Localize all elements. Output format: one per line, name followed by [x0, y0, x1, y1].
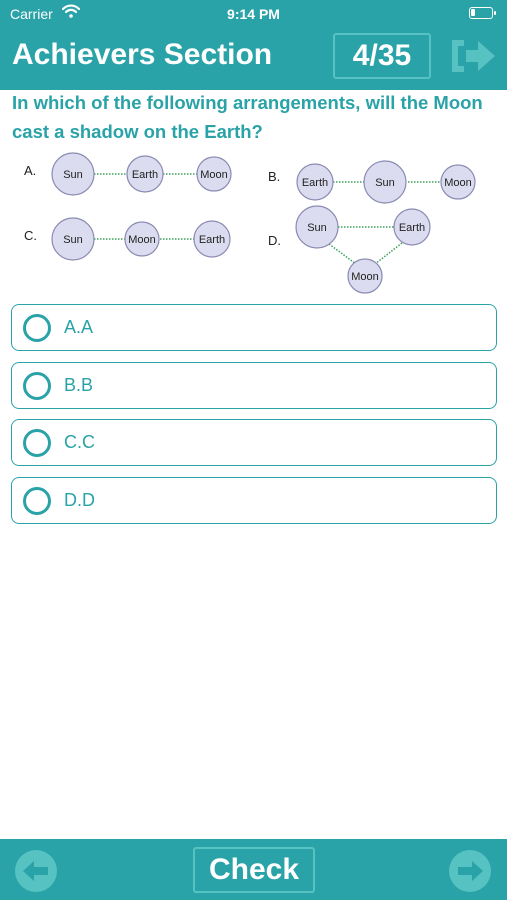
diagram-d-body-2 — [393, 208, 431, 246]
option-b[interactable]: B.B — [11, 362, 497, 409]
radio-d[interactable] — [23, 487, 51, 515]
diagram-a-label-3: Moon — [200, 169, 228, 181]
diagram-b-body-3 — [440, 164, 476, 200]
diagram-a-label-1: Sun — [63, 169, 83, 181]
option-a[interactable]: A.A — [11, 304, 497, 351]
radio-a[interactable] — [23, 314, 51, 342]
arrow-right-icon[interactable] — [448, 849, 492, 893]
question-text: In which of the following arrangements, … — [12, 92, 483, 142]
diagram-d-letter: D. — [268, 233, 281, 248]
question-counter: 4/35 — [333, 33, 431, 79]
diagram-d-body-3 — [347, 258, 383, 294]
radio-c[interactable] — [23, 429, 51, 457]
diagram-c-body-2 — [124, 221, 160, 257]
exit-arrow-icon[interactable] — [448, 36, 498, 76]
diagram-d-line-3 — [374, 242, 403, 265]
section-title: Achievers Section — [12, 38, 273, 71]
check-button[interactable]: Check — [193, 847, 315, 893]
arrangement-diagram: A. Sun Earth Moon B. Earth Sun Moon C. S… — [24, 152, 476, 294]
diagram-d-label-2: Earth — [399, 222, 425, 234]
option-a-label: A.A — [64, 317, 94, 337]
diagram-d-label-3: Moon — [351, 271, 379, 283]
diagram-d-line-2 — [328, 243, 357, 265]
diagram-a-label-2: Earth — [132, 169, 158, 181]
diagram-b-body-2 — [363, 160, 407, 204]
diagram-b-letter: B. — [268, 169, 280, 184]
diagram-a-letter: A. — [24, 163, 36, 178]
option-b-label: B.B — [64, 375, 94, 395]
diagram-c-label-2: Moon — [128, 234, 156, 246]
status-time: 9:14 PM — [227, 6, 280, 22]
diagram-a-body-1 — [51, 152, 95, 196]
option-d-label: D.D — [64, 490, 95, 510]
option-c[interactable]: C.C — [11, 419, 497, 466]
diagram-a-body-2 — [126, 155, 164, 193]
diagram-b-body-1 — [296, 163, 334, 201]
bottom-bar: Check — [0, 839, 507, 900]
diagram-b-label-3: Moon — [444, 177, 472, 189]
arrow-left-icon[interactable] — [14, 849, 58, 893]
diagram-c-label-1: Sun — [63, 234, 83, 246]
diagram-a-body-3 — [196, 156, 232, 192]
diagram-c-label-3: Earth — [199, 234, 225, 246]
option-d[interactable]: D.D — [11, 477, 497, 524]
status-bar: Carrier 9:14 PM — [0, 0, 507, 28]
option-c-label: C.C — [64, 432, 95, 452]
diagram-c-letter: C. — [24, 228, 37, 243]
diagram-c-body-1 — [51, 217, 95, 261]
carrier-label: Carrier — [10, 6, 53, 22]
battery-icon — [469, 7, 496, 19]
diagram-d-body-1 — [295, 205, 339, 249]
diagram-b-label-1: Earth — [302, 177, 328, 189]
radio-b[interactable] — [23, 372, 51, 400]
diagram-b-label-2: Sun — [375, 177, 395, 189]
wifi-icon — [62, 4, 80, 18]
top-bar: Carrier 9:14 PM Achievers Section 4/35 — [0, 0, 507, 90]
diagram-c-body-3 — [193, 220, 231, 258]
diagram-d-label-1: Sun — [307, 222, 327, 234]
